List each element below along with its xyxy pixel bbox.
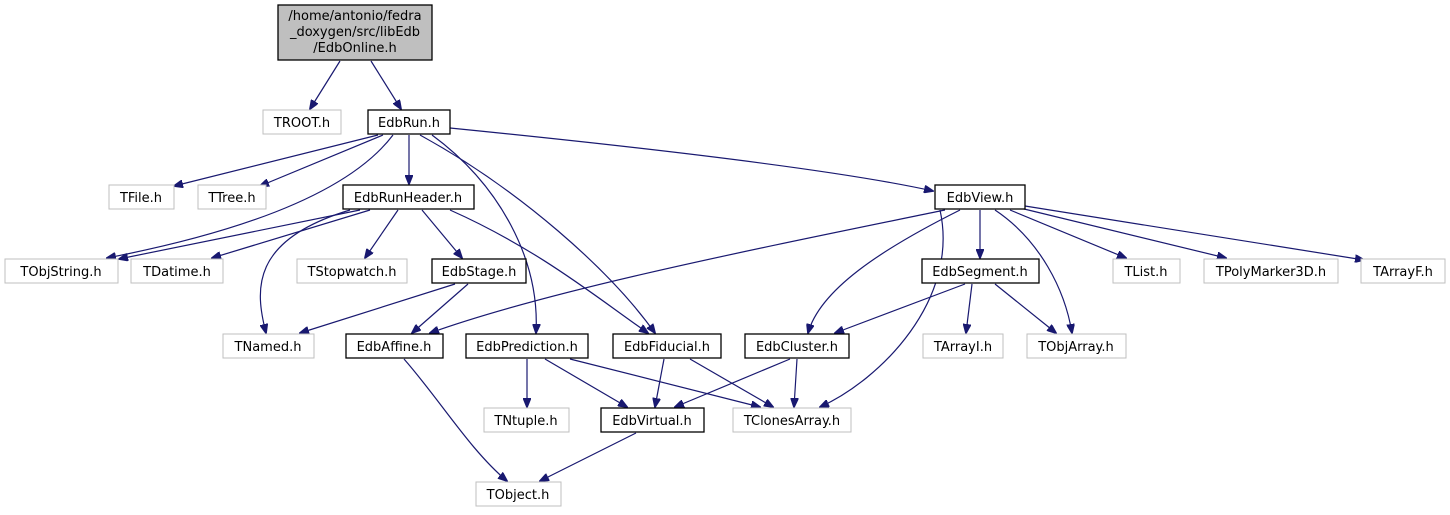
node-tlist-label: TList.h: [1123, 265, 1167, 280]
edge-edbcluster-to-edbvirtual: [675, 358, 791, 407]
edge-edbrun-to-tobjstring: [107, 134, 394, 258]
node-tpolymarker3d[interactable]: TPolyMarker3D.h: [1203, 258, 1339, 284]
edge-edbprediction-to-tclonesarray: [569, 358, 760, 407]
edge-edbview-to-edbaffine: [430, 209, 946, 333]
edge-edbsegment-to-tarrayi: [966, 283, 973, 333]
node-edbcluster[interactable]: EdbCluster.h: [744, 333, 850, 359]
edge-edbrunheader-to-tdatime: [212, 209, 371, 258]
edge-edbrunheader-to-tobjstring: [119, 209, 361, 259]
node-edbprediction[interactable]: EdbPrediction.h: [465, 333, 589, 359]
node-tnamed-label: TNamed.h: [234, 340, 302, 355]
edge-edbrun-to-tfile: [174, 134, 379, 186]
edge-edbrunheader-to-tstopwatch: [365, 209, 399, 258]
node-tobjstring[interactable]: TObjString.h: [4, 258, 119, 284]
node-edbaffine[interactable]: EdbAffine.h: [345, 333, 444, 359]
node-tobject-label: TObject.h: [486, 488, 550, 503]
edge-edbsegment-to-edbcluster: [835, 283, 966, 333]
node-tdatime-label: TDatime.h: [142, 265, 211, 280]
node-tclonesarray[interactable]: TClonesArray.h: [732, 407, 852, 433]
node-edbsegment-label: EdbSegment.h: [932, 265, 1028, 280]
node-root[interactable]: /home/antonio/fedra _doxygen/src/libEdb …: [277, 4, 433, 61]
node-edbrunheader[interactable]: EdbRunHeader.h: [342, 184, 475, 210]
node-edbaffine-label: EdbAffine.h: [357, 340, 432, 355]
node-ttree-label: TTree.h: [207, 191, 255, 206]
edge-edbview-to-tclonesarray: [820, 209, 944, 407]
node-tlist[interactable]: TList.h: [1112, 258, 1181, 284]
node-tarrayf[interactable]: TArrayF.h: [1360, 258, 1446, 284]
edge-edbfiducial-to-edbvirtual: [655, 358, 665, 407]
edge-edbcluster-to-tclonesarray: [794, 358, 797, 407]
edge-edbvirtual-to-tobject: [540, 432, 637, 481]
node-edbrunheader-label: EdbRunHeader.h: [354, 191, 462, 206]
node-edbfiducial[interactable]: EdbFiducial.h: [612, 333, 722, 359]
node-root-label-1: /home/antonio/fedra: [288, 9, 421, 24]
edge-edbrunheader-to-edbfiducial: [449, 209, 648, 333]
edges: [107, 60, 1364, 481]
edge-root-to-troot: [310, 60, 341, 109]
edge-edbstage-to-tnamed: [300, 283, 456, 333]
node-tarrayi-label: TArrayI.h: [933, 340, 992, 355]
edge-edbrun-to-edbfiducial: [419, 134, 655, 333]
node-tobjarray[interactable]: TObjArray.h: [1026, 333, 1127, 359]
node-ttree[interactable]: TTree.h: [197, 184, 267, 210]
node-tobject[interactable]: TObject.h: [475, 481, 562, 507]
edge-edbstage-to-edbaffine: [412, 283, 469, 333]
edge-edbview-to-tobjarray: [994, 209, 1072, 333]
node-tobjstring-label: TObjString.h: [19, 265, 101, 280]
edge-edbrun-to-edbview: [449, 127, 933, 191]
node-root-label-2: _doxygen/src/libEdb: [289, 25, 420, 40]
node-tfile-label: TFile.h: [119, 191, 162, 206]
node-edbstage[interactable]: EdbStage.h: [431, 258, 527, 284]
node-root-label-3: /EdbOnline.h: [313, 41, 396, 56]
node-edbprediction-label: EdbPrediction.h: [476, 340, 578, 355]
node-tstopwatch[interactable]: TStopwatch.h: [296, 258, 408, 284]
edge-root-to-edbrun: [370, 60, 401, 109]
node-troot[interactable]: TROOT.h: [262, 109, 342, 135]
node-tntuple-label: TNtuple.h: [493, 414, 557, 429]
node-tobjarray-label: TObjArray.h: [1037, 340, 1114, 355]
node-edbvirtual[interactable]: EdbVirtual.h: [600, 407, 705, 433]
edge-edbrun-to-ttree: [260, 134, 384, 186]
node-edbvirtual-label: EdbVirtual.h: [612, 414, 692, 429]
node-tfile[interactable]: TFile.h: [108, 184, 175, 210]
edge-edbrunheader-to-tnamed: [259, 209, 351, 333]
edge-edbview-to-tpolymarker3d: [1019, 207, 1226, 258]
edge-edbview-to-edbcluster: [808, 209, 961, 333]
node-tarrayi[interactable]: TArrayI.h: [922, 333, 1004, 359]
node-troot-label: TROOT.h: [273, 116, 330, 131]
node-tclonesarray-label: TClonesArray.h: [743, 414, 840, 429]
node-edbcluster-label: EdbCluster.h: [756, 340, 838, 355]
node-edbsegment[interactable]: EdbSegment.h: [921, 258, 1040, 284]
node-edbview-label: EdbView.h: [947, 191, 1014, 206]
edge-edbview-to-tlist: [1009, 209, 1126, 258]
nodes: /home/antonio/fedra _doxygen/src/libEdb …: [4, 4, 1446, 507]
node-tarrayf-label: TArrayF.h: [1372, 265, 1433, 280]
edge-edbaffine-to-tobject: [403, 358, 507, 481]
node-tstopwatch-label: TStopwatch.h: [307, 265, 397, 280]
node-edbstage-label: EdbStage.h: [442, 265, 517, 280]
edge-edbrunheader-to-edbstage: [421, 209, 462, 258]
node-tntuple[interactable]: TNtuple.h: [483, 407, 570, 433]
node-tnamed[interactable]: TNamed.h: [222, 333, 315, 359]
node-edbrun[interactable]: EdbRun.h: [367, 109, 451, 135]
node-edbview[interactable]: EdbView.h: [934, 184, 1026, 210]
node-tdatime[interactable]: TDatime.h: [130, 258, 224, 284]
edge-edbview-to-tarrayf: [1024, 205, 1364, 260]
edge-edbsegment-to-tobjarray: [994, 283, 1056, 333]
node-edbfiducial-label: EdbFiducial.h: [624, 340, 710, 355]
node-tpolymarker3d-label: TPolyMarker3D.h: [1215, 265, 1326, 280]
edge-edbrun-to-edbprediction: [431, 134, 536, 333]
edge-edbprediction-to-edbvirtual: [544, 358, 627, 407]
node-edbrun-label: EdbRun.h: [378, 116, 440, 131]
